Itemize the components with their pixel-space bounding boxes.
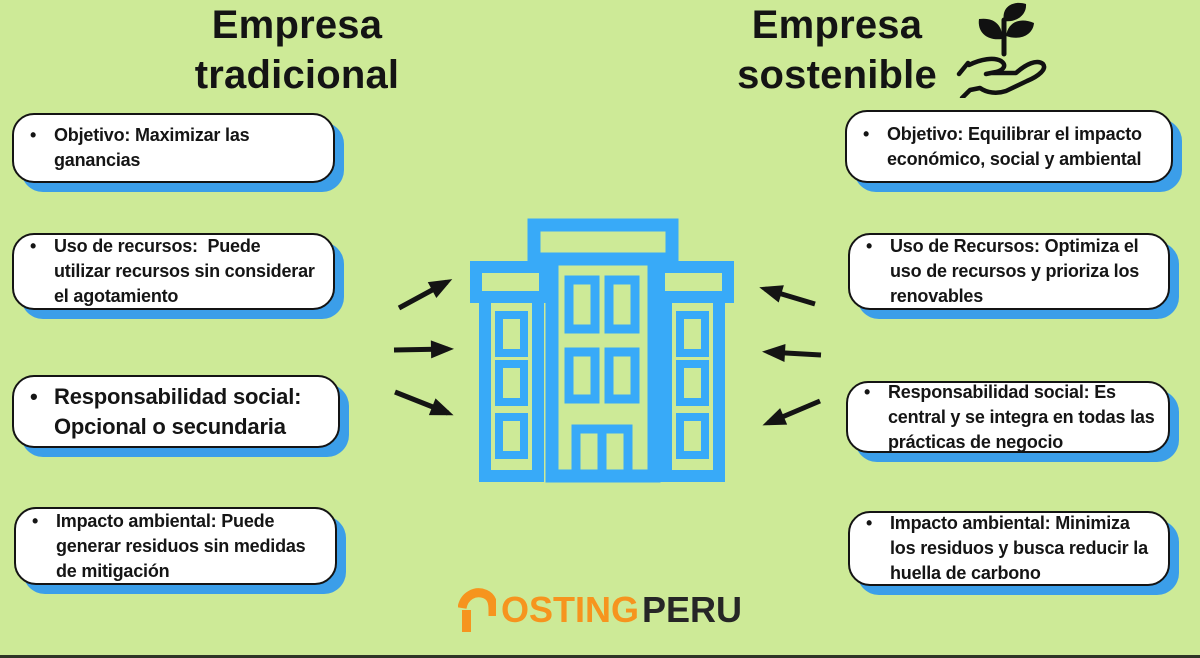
title-line: sostenible [737, 53, 937, 97]
card-text: •Impacto ambiental: Minimiza los residuo… [866, 513, 1153, 583]
card-text: •Responsabilidad social: Opcional o secu… [30, 383, 308, 439]
logo-text-peru: PERU [641, 589, 743, 630]
card-sustainable-impacto: •Impacto ambiental: Minimiza los residuo… [848, 511, 1170, 586]
hand-holding-plant-icon [956, 2, 1047, 98]
bullet: • [863, 123, 870, 144]
title-empresa-tradicional: Empresa tradicional [132, 0, 462, 100]
hostingperu-logo: OSTING PERU [430, 586, 770, 634]
card-text: •Uso de Recursos: Optimiza el uso de rec… [866, 236, 1144, 306]
bullet: • [30, 125, 37, 145]
card-sustainable-responsabilidad: •Responsabilidad social: Es central y se… [846, 381, 1170, 453]
card-traditional-impacto: •Impacto ambiental: Puede generar residu… [14, 507, 337, 585]
bullet: • [864, 381, 871, 402]
bullet: • [32, 510, 39, 531]
right-arrow-middle-icon [762, 343, 822, 362]
bullet: • [866, 513, 873, 533]
card-text: •Uso de recursos: Puede utilizar recurso… [30, 236, 320, 306]
left-arrow-bottom-icon [394, 389, 454, 416]
logo-text-hosting: OSTING [500, 589, 639, 630]
bottom-edge-divider [0, 655, 1200, 658]
right-arrow-bottom-icon [762, 398, 821, 426]
card-text: •Objetivo: Maximizar las ganancias [30, 125, 255, 170]
title-line: Empresa [211, 3, 383, 47]
card-sustainable-recursos: •Uso de Recursos: Optimiza el uso de rec… [848, 233, 1170, 310]
left-arrow-middle-icon [393, 340, 454, 359]
card-traditional-recursos: •Uso de recursos: Puede utilizar recurso… [12, 233, 335, 310]
card-text: •Responsabilidad social: Es central y se… [864, 381, 1160, 452]
right-arrow-top-icon [759, 285, 816, 307]
card-traditional-responsabilidad: •Responsabilidad social: Opcional o secu… [12, 375, 340, 448]
title-line: Empresa [751, 3, 923, 47]
card-text: •Objetivo: Equilibrar el impacto económi… [863, 123, 1147, 169]
building-icon [470, 218, 734, 483]
bullet: • [30, 236, 37, 256]
bullet: • [866, 236, 873, 256]
card-traditional-objetivo: •Objetivo: Maximizar las ganancias [12, 113, 335, 183]
card-sustainable-objetivo: •Objetivo: Equilibrar el impacto económi… [845, 110, 1173, 183]
card-text: •Impacto ambiental: Puede generar residu… [32, 510, 311, 581]
title-empresa-sostenible: Empresa sostenible [672, 0, 1002, 100]
hostingperu-logo-mark-icon [457, 588, 496, 632]
bullet: • [30, 383, 38, 409]
left-arrow-top-icon [397, 279, 453, 311]
title-line: tradicional [194, 53, 400, 97]
